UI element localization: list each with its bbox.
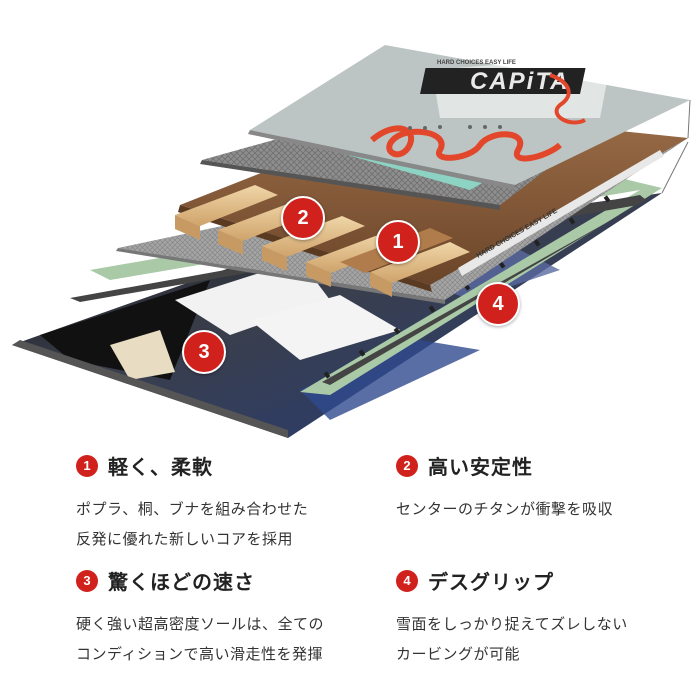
feature-4-title: デスグリップ bbox=[428, 570, 554, 594]
marker-2: 2 bbox=[281, 196, 325, 240]
feature-1-line-2: 反発に優れた新しいコアを採用 bbox=[76, 530, 294, 548]
feature-4-number: 4 bbox=[396, 569, 418, 592]
brand-logo: CAPiTA bbox=[470, 68, 570, 95]
feature-4: 4 デスグリップ 雪面をしっかり捉えてズレしない カービングが可能 bbox=[396, 566, 696, 669]
feature-3-number: 3 bbox=[76, 569, 98, 592]
layer-diagram: HARD CHOICES EASY LIFE CAPiTA HARD CHOIC… bbox=[12, 45, 691, 438]
feature-3-line-1: 硬く強い超高密度ソールは、全ての bbox=[76, 615, 325, 633]
feature-2-title: 高い安定性 bbox=[428, 455, 533, 479]
feature-4-description: 雪面をしっかり捉えてズレしない カービングが可能 bbox=[396, 609, 696, 669]
marker-4: 4 bbox=[476, 282, 520, 326]
feature-3-line-2: コンディションで高い滑走性を発揮 bbox=[76, 645, 323, 663]
feature-1-title: 軽く、柔軟 bbox=[108, 455, 213, 479]
feature-3: 3 驚くほどの速さ 硬く強い超高密度ソールは、全ての コンディションで高い滑走性… bbox=[76, 566, 376, 669]
marker-3: 3 bbox=[182, 330, 226, 374]
marker-1: 1 bbox=[376, 220, 420, 264]
topsheet-layer: CAPiTA HARD CHOICES EASY LIFE bbox=[248, 45, 690, 190]
feature-2-line-1: センターのチタンが衝撃を吸収 bbox=[396, 500, 614, 518]
feature-2-number: 2 bbox=[396, 454, 418, 477]
feature-1-number: 1 bbox=[76, 454, 98, 477]
feature-3-description: 硬く強い超高密度ソールは、全ての コンディションで高い滑走性を発揮 bbox=[76, 609, 376, 669]
topsheet-slogan: HARD CHOICES EASY LIFE bbox=[437, 60, 516, 66]
feature-4-line-2: カービングが可能 bbox=[396, 645, 521, 663]
feature-1-description: ポプラ、桐、ブナを組み合わせた 反発に優れた新しいコアを採用 bbox=[76, 494, 376, 554]
feature-2: 2 高い安定性 センターのチタンが衝撃を吸収 bbox=[396, 451, 696, 524]
feature-4-line-1: 雪面をしっかり捉えてズレしない bbox=[396, 615, 628, 633]
feature-3-title: 驚くほどの速さ bbox=[108, 570, 255, 594]
feature-1-line-1: ポプラ、桐、ブナを組み合わせた bbox=[76, 500, 309, 518]
topsheet-graphic: CAPiTA HARD CHOICES EASY LIFE bbox=[370, 55, 612, 162]
feature-1: 1 軽く、柔軟 ポプラ、桐、ブナを組み合わせた 反発に優れた新しいコアを採用 bbox=[76, 451, 376, 554]
feature-2-description: センターのチタンが衝撃を吸収 bbox=[396, 494, 696, 524]
